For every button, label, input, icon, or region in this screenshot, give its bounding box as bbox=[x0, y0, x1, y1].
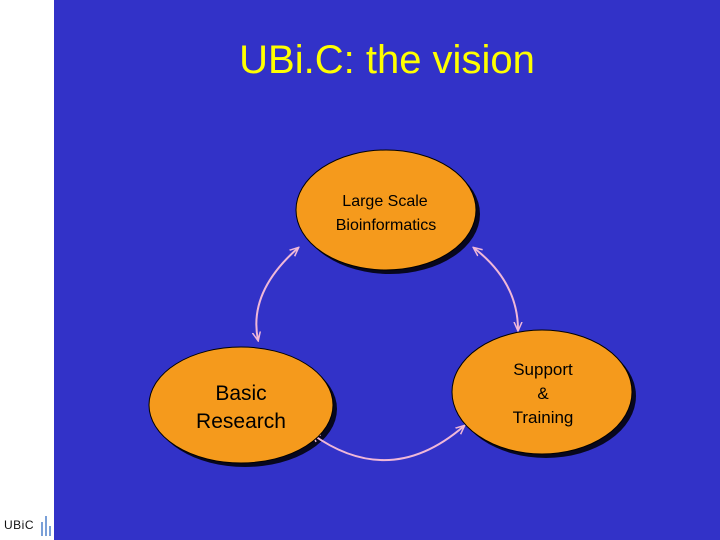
slide-title: UBi.C: the vision bbox=[239, 38, 535, 82]
support-training-label-line-2: & bbox=[537, 384, 549, 403]
edge-large-scale-support-training bbox=[474, 248, 518, 330]
large-scale-bioinformatics-node bbox=[295, 149, 477, 271]
ubic-logo: UBiC bbox=[4, 518, 35, 532]
support-training-label-line-3: Training bbox=[513, 408, 574, 427]
large-scale-label-line-2: Bioinformatics bbox=[336, 217, 436, 234]
basic-research-node bbox=[148, 346, 334, 464]
edge-basic-research-support-training bbox=[312, 426, 464, 461]
edge-large-scale-basic-research bbox=[256, 248, 298, 340]
support-training-node bbox=[451, 329, 633, 455]
ubic-logo-mark-icon bbox=[41, 516, 51, 536]
basic-research-label-line-1: Basic bbox=[215, 382, 266, 405]
large-scale-label-line-1: Large Scale bbox=[342, 193, 427, 210]
support-training-label-line-1: Support bbox=[513, 360, 573, 379]
basic-research-label-line-2: Research bbox=[196, 410, 286, 433]
slide-left-margin bbox=[0, 0, 54, 540]
